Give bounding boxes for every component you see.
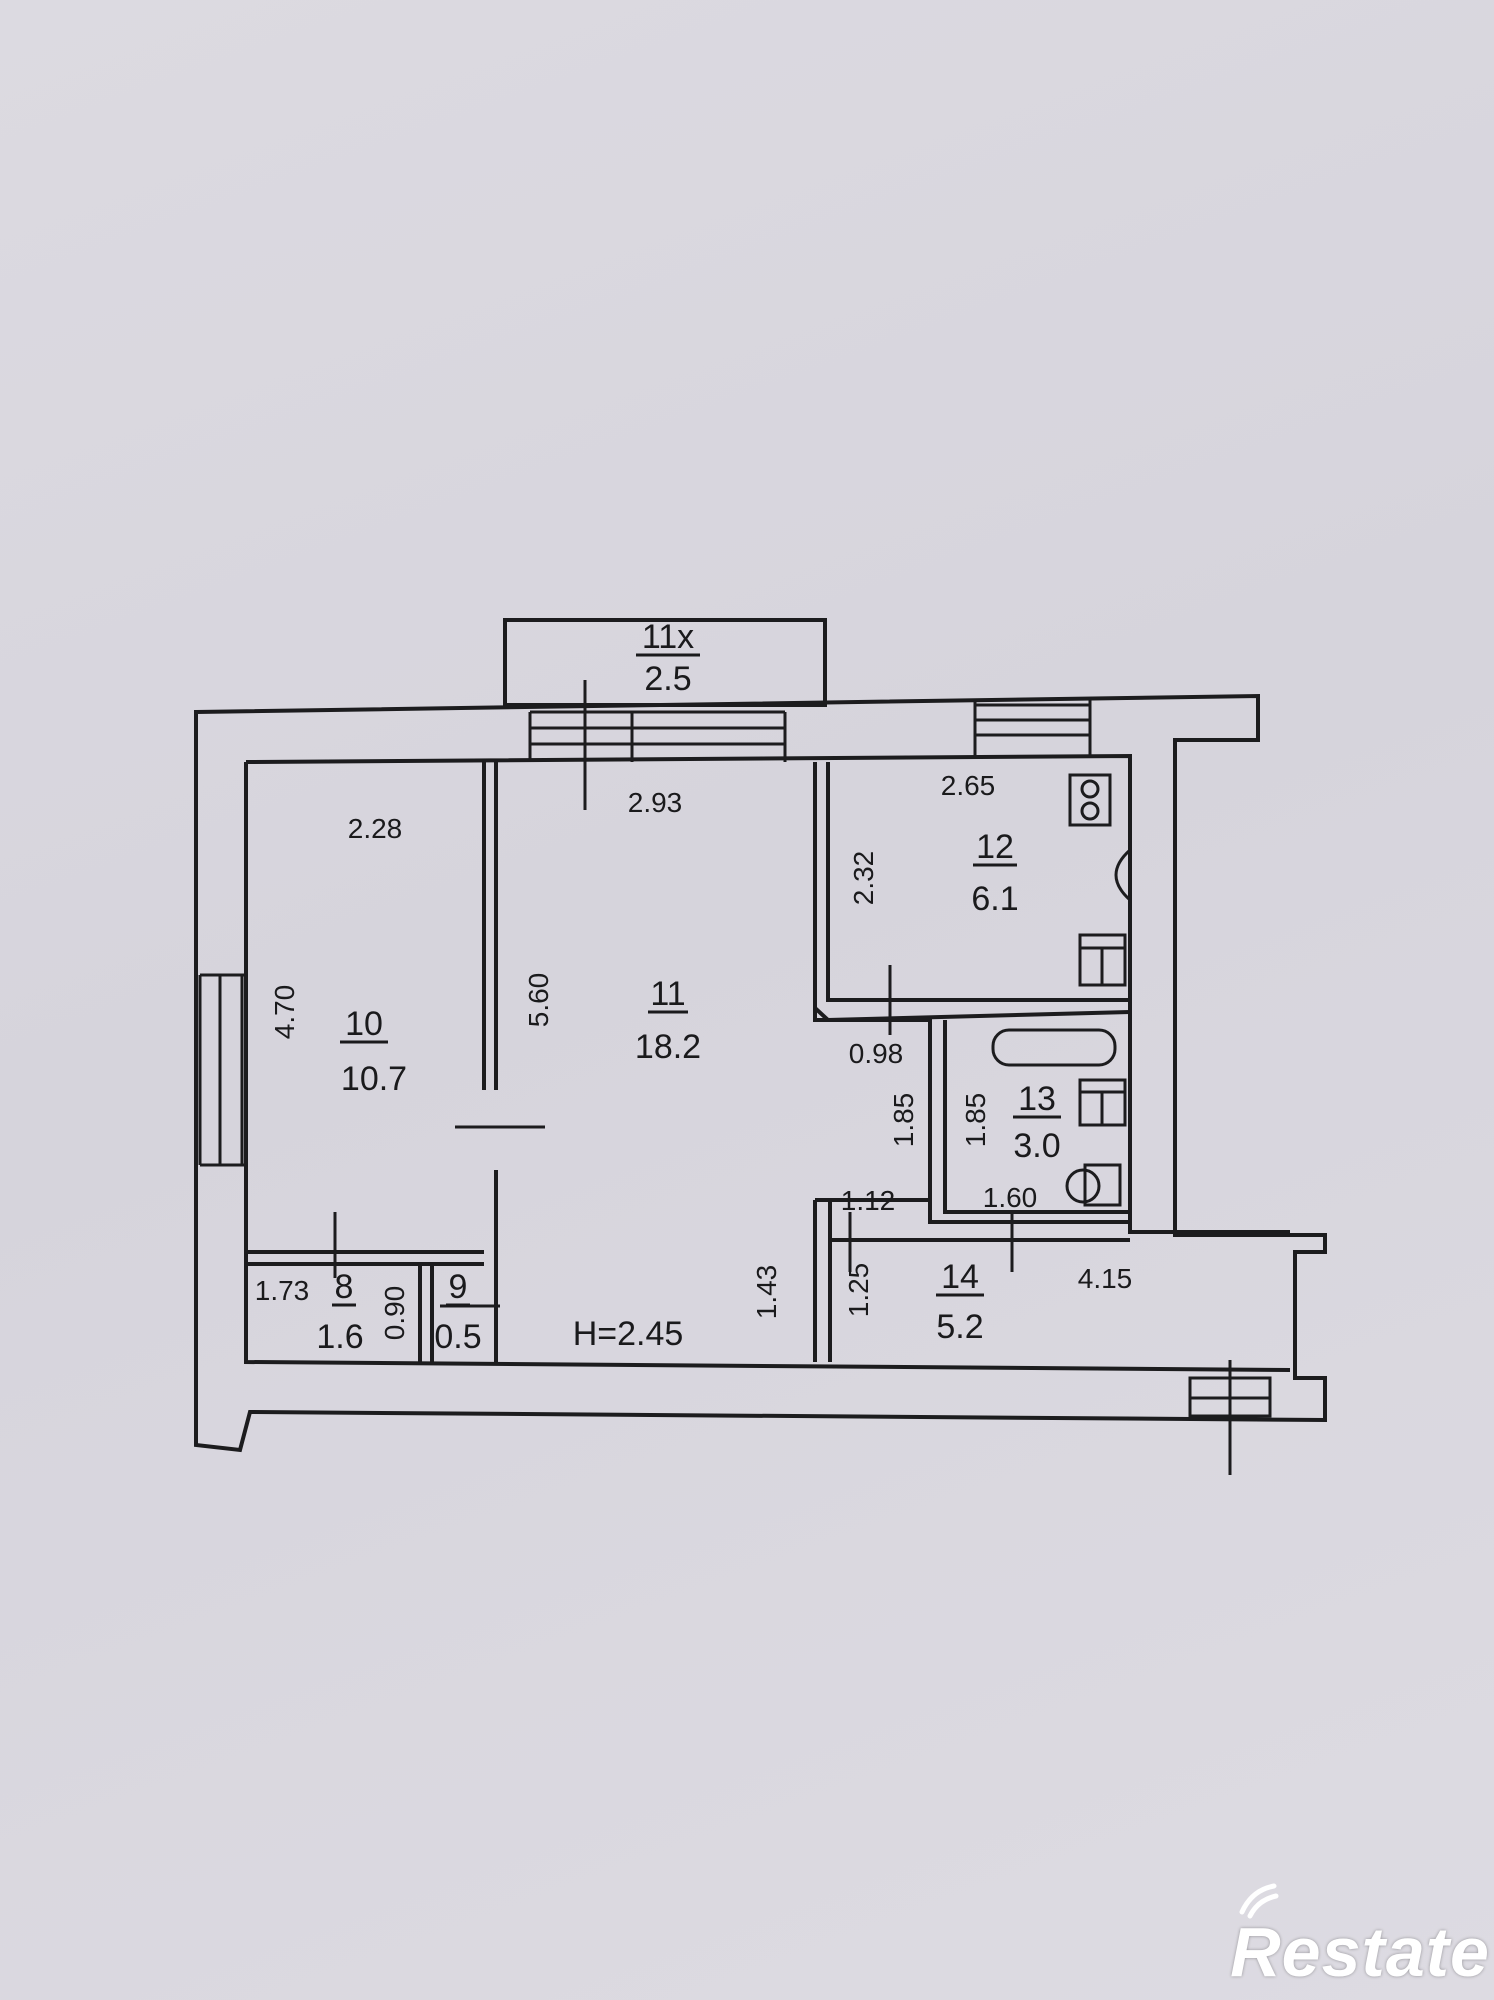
entrance-mark: [1188, 1360, 1272, 1475]
window-bedroom: [198, 973, 246, 1167]
room-11-area: 18.2: [635, 1028, 701, 1066]
wifi-signal-icon: [1239, 1883, 1279, 1919]
dim-label: 1.12: [841, 1185, 896, 1216]
dim-label: 2.28: [348, 813, 403, 844]
room-12-number: 12: [976, 828, 1014, 866]
partition-storage: [246, 1250, 484, 1362]
dim-label: 4.15: [1078, 1263, 1133, 1294]
dim-label: 1.43: [751, 1265, 782, 1320]
room-14-area: 5.2: [936, 1308, 983, 1346]
window-living: [528, 710, 787, 762]
dim-label: 0.98: [849, 1038, 904, 1069]
dim-label: 1.60: [983, 1182, 1038, 1213]
partition-kitchen: [813, 762, 1131, 1023]
outer-wall: [194, 693, 1327, 1453]
room-11-number: 11: [650, 975, 685, 1013]
dim-label: 2.32: [848, 851, 879, 906]
washbasin-icon: [1078, 1078, 1127, 1127]
bathtub-icon: [991, 1028, 1117, 1067]
room-9-number: 9: [449, 1268, 468, 1306]
room-9-area: 0.5: [434, 1318, 481, 1356]
toilet-icon: [1065, 1163, 1122, 1207]
stove-icon: [1068, 773, 1112, 827]
dim-label: 4.70: [269, 985, 300, 1040]
dim-label: 1.85: [888, 1093, 919, 1148]
room-8-area: 1.6: [316, 1318, 363, 1356]
dim-label: 2.93: [628, 787, 683, 818]
room-13-area: 3.0: [1013, 1127, 1060, 1165]
room-8-number: 8: [335, 1268, 354, 1306]
room-11x-area: 2.5: [644, 660, 691, 698]
dim-label: 1.25: [843, 1263, 874, 1318]
inner-perimeter: [244, 753, 1291, 1372]
watermark-logo: Restate: [1230, 1913, 1490, 1991]
dim-label: 5.60: [523, 973, 554, 1028]
dim-label: 0.90: [379, 1286, 410, 1341]
dim-label: 1.73: [255, 1275, 310, 1306]
room-14-number: 14: [941, 1258, 979, 1296]
room-12-area: 6.1: [971, 880, 1018, 918]
window-kitchen: [973, 700, 1092, 756]
partition-corridor: [813, 1008, 1130, 1362]
dim-label: 1.85: [960, 1093, 991, 1148]
sink-icon: [1114, 848, 1132, 902]
room-11x-number: 11x: [642, 618, 694, 656]
ceiling-height-label: H=2.45: [573, 1315, 684, 1353]
room-10-number: 10: [345, 1005, 383, 1043]
kitchen-counter-icon: [1078, 933, 1127, 987]
partition-bedroom: [482, 762, 498, 1362]
room-13-number: 13: [1018, 1080, 1056, 1118]
room-10-area: 10.7: [341, 1060, 407, 1098]
dim-label: 2.65: [941, 770, 996, 801]
